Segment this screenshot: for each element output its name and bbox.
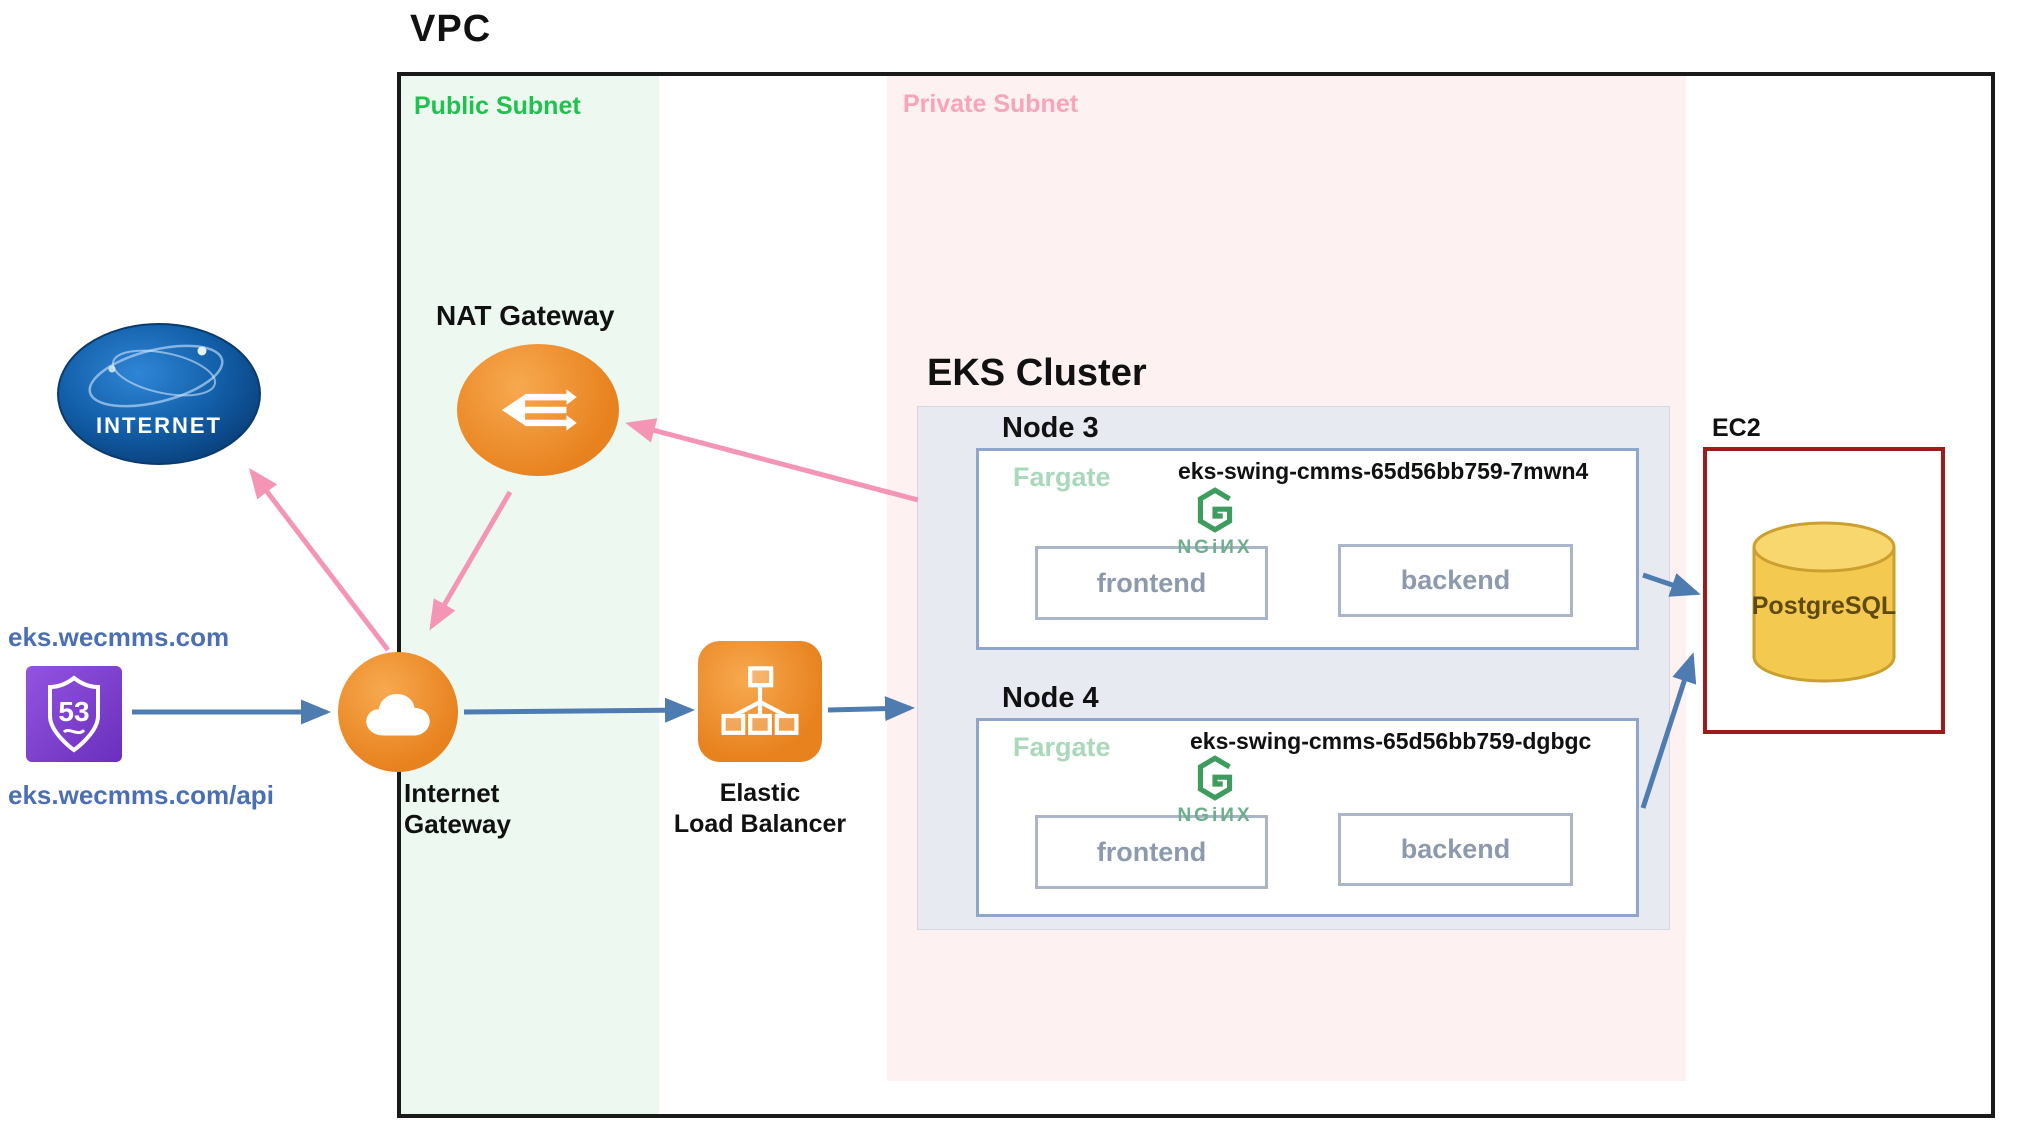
node-3-container-frontend: frontend — [1035, 546, 1268, 620]
nat-gateway-label: NAT Gateway — [436, 300, 615, 331]
public-subnet-label: Public Subnet — [414, 92, 581, 120]
route53-icon: 53 — [24, 664, 124, 764]
node-4-fargate-label: Fargate — [1013, 732, 1111, 762]
nginx-g-icon — [1197, 487, 1233, 533]
vpc-label: VPC — [410, 8, 492, 50]
node-4-container-backend: backend — [1338, 813, 1573, 886]
node-4-container-frontend: frontend — [1035, 815, 1268, 889]
node-3-container-backend: backend — [1338, 544, 1573, 617]
nginx-logo: NGiИX — [1150, 486, 1280, 559]
internet-icon: INTERNET — [52, 321, 267, 471]
nginx-g-icon — [1197, 755, 1233, 801]
node-3-fargate-label: Fargate — [1013, 462, 1111, 492]
nat-gateway-icon — [457, 344, 619, 476]
node-4-title: Node 4 — [1002, 682, 1099, 714]
route53-number: 53 — [58, 696, 89, 727]
elastic-load-balancer-icon — [698, 641, 822, 762]
private-subnet-label: Private Subnet — [903, 90, 1079, 118]
eks-cluster-label: EKS Cluster — [927, 352, 1147, 394]
postgresql-label: PostgreSQL — [1751, 592, 1897, 620]
dns-record-top: eks.wecmms.com — [8, 622, 230, 652]
node-3-title: Node 3 — [1002, 412, 1099, 444]
dns-record-bottom: eks.wecmms.com/api — [8, 780, 274, 810]
ec2-label: EC2 — [1712, 414, 1761, 442]
nginx-wordmark: NGiИX — [1177, 537, 1253, 558]
internet-label: INTERNET — [96, 413, 222, 438]
internet-gateway-label: Internet Gateway — [404, 778, 511, 840]
nginx-logo: NGiИX — [1150, 754, 1280, 827]
arrow-igw-to-internet — [248, 468, 390, 652]
node-3-pod-name: eks-swing-cmms-65d56bb759-7mwn4 — [1178, 458, 1589, 484]
node-4-pod-name: eks-swing-cmms-65d56bb759-dgbgc — [1190, 728, 1592, 754]
public-subnet — [401, 76, 659, 1114]
internet-gateway-icon — [338, 652, 458, 772]
nginx-wordmark: NGiИX — [1177, 805, 1253, 826]
postgresql-cylinder — [1734, 505, 1914, 705]
elb-label: Elastic Load Balancer — [673, 779, 847, 839]
